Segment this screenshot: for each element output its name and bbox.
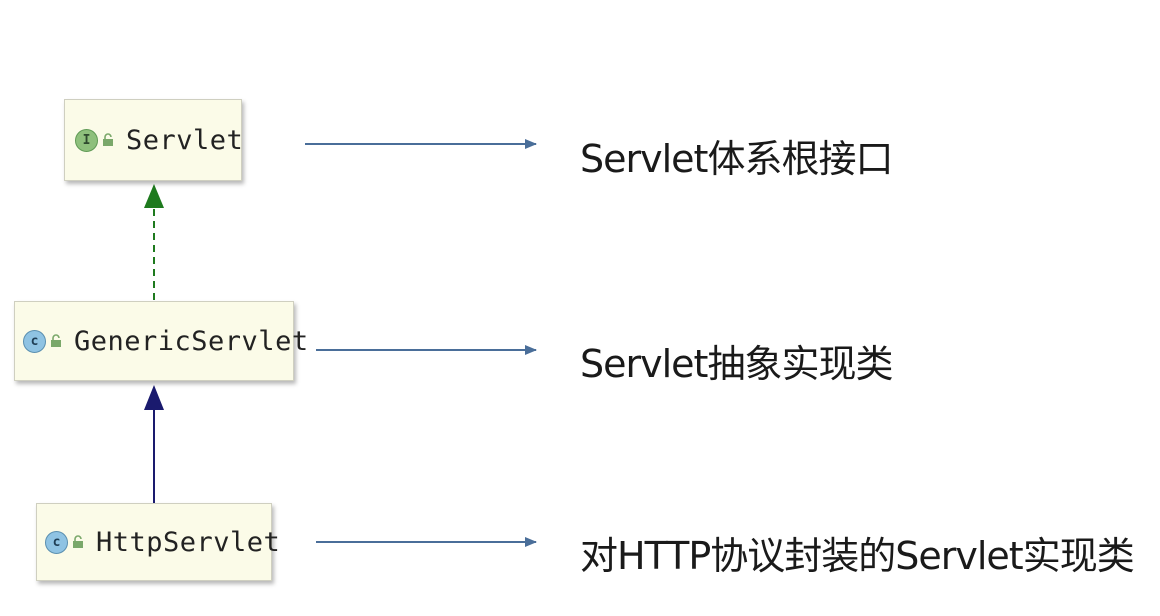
extends-arrowhead	[144, 385, 164, 410]
lock-icon	[51, 334, 61, 347]
class-name: HttpServlet	[96, 526, 281, 558]
description-httpservlet: 对HTTP协议封装的Servlet实现类	[580, 534, 1135, 578]
uml-node-httpservlet[interactable]: c HttpServlet	[36, 503, 280, 581]
implements-arrowhead	[144, 184, 164, 208]
lock-icon	[103, 133, 113, 146]
class-icon: c	[45, 530, 68, 554]
description-genericservlet: Servlet抽象实现类	[580, 342, 893, 386]
lock-icon	[73, 535, 83, 548]
description-servlet: Servlet体系根接口	[580, 137, 893, 181]
interface-icon: I	[75, 128, 98, 152]
class-icon: c	[23, 329, 46, 353]
class-name: GenericServlet	[74, 325, 309, 357]
uml-node-servlet[interactable]: I Servlet	[64, 99, 244, 181]
class-name: Servlet	[126, 124, 244, 156]
uml-node-genericservlet[interactable]: c GenericServlet	[14, 301, 308, 381]
